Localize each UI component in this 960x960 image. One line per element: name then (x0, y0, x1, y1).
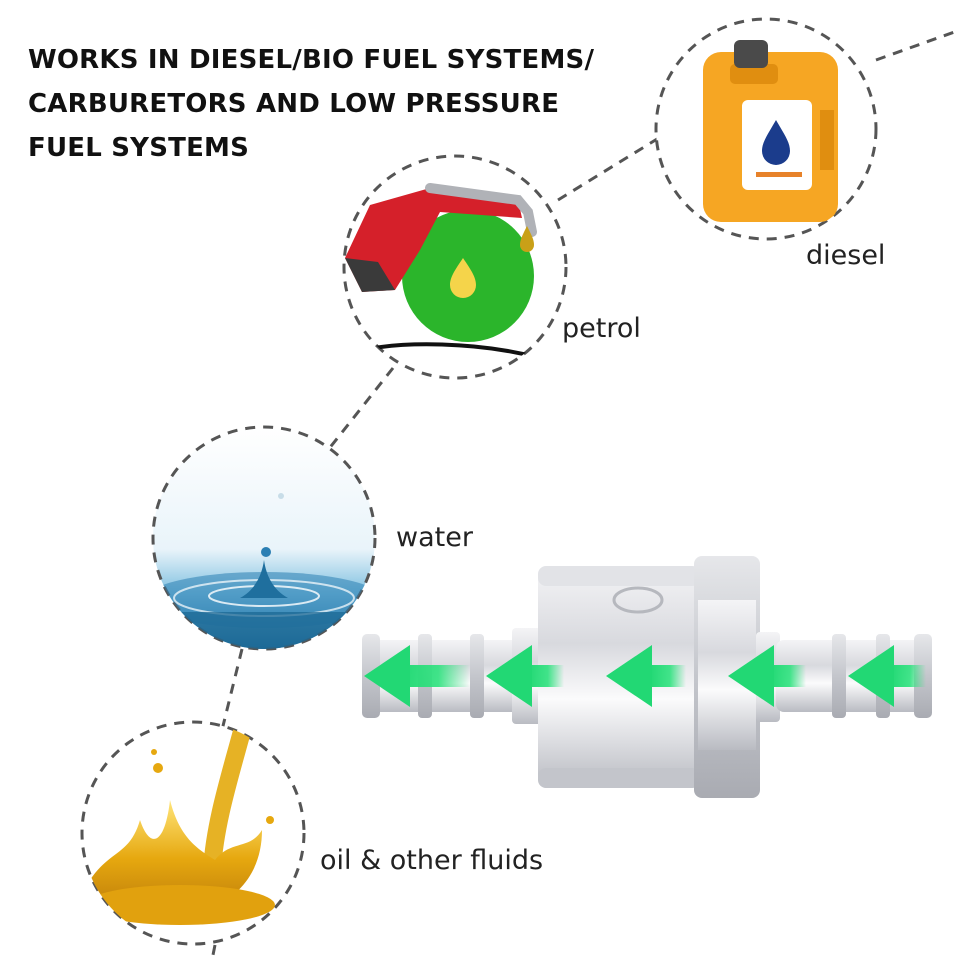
connector-lines (210, 28, 960, 960)
flow-arrow-icon (606, 645, 686, 707)
flow-arrow-icon (364, 645, 470, 707)
fuel-canister-icon (703, 40, 838, 222)
water-circle (151, 425, 377, 651)
headline-line-2: CARBURETORS AND LOW PRESSURE (28, 89, 560, 119)
fuel-nozzle-icon (345, 183, 541, 360)
flow-arrows (364, 645, 926, 707)
headline: WORKS IN DIESEL/BIO FUEL SYSTEMS/ CARBUR… (28, 38, 668, 170)
connector-oil-out (210, 944, 217, 960)
water-label: water (396, 522, 473, 553)
oil-label: oil & other fluids (320, 845, 544, 876)
connector-diesel-out (875, 28, 960, 62)
connector-petrol-diesel (557, 134, 663, 202)
petrol-label: petrol (562, 313, 641, 344)
check-valve-product (362, 556, 932, 798)
hex-nut (694, 556, 760, 798)
connector-water-petrol (326, 367, 395, 451)
oil-circle (80, 720, 306, 946)
headline-line-1: WORKS IN DIESEL/BIO FUEL SYSTEMS/ (28, 45, 595, 75)
flow-arrow-icon (848, 645, 926, 707)
flow-arrow-icon (486, 645, 564, 707)
connector-oil-water (220, 648, 244, 731)
flow-arrow-icon (728, 645, 806, 707)
petrol-circle (342, 154, 568, 380)
headline-line-3: FUEL SYSTEMS (28, 133, 250, 163)
water-drop-icon (153, 493, 375, 649)
diesel-circle (654, 17, 878, 241)
oil-splash-icon (85, 722, 275, 925)
diesel-label: diesel (806, 240, 886, 271)
